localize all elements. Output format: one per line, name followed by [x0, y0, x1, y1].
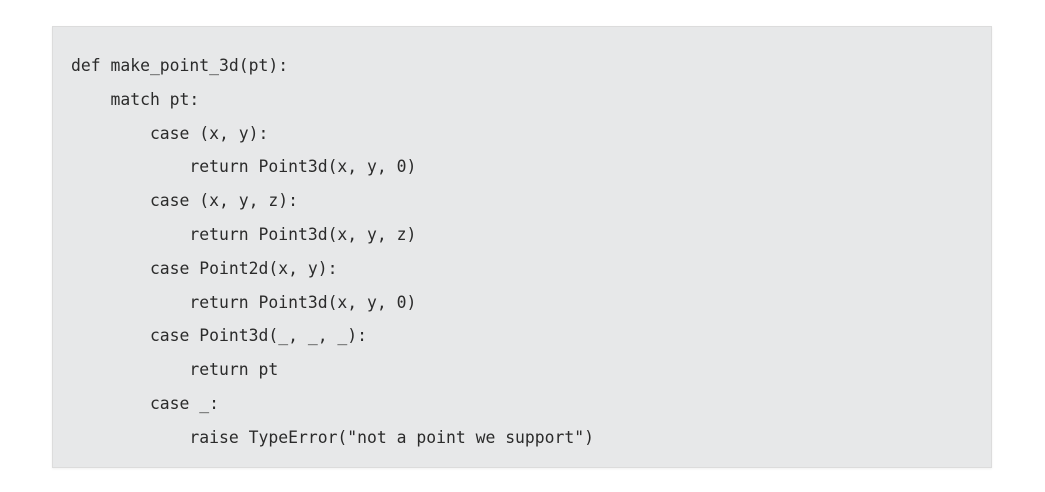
code-line: return Point3d(x, y, z) — [71, 224, 417, 244]
code-line: case _: — [71, 393, 220, 413]
code-line: return pt — [71, 360, 279, 380]
code-line: case (x, y): — [71, 123, 269, 143]
code-line: return Point3d(x, y, 0) — [71, 292, 417, 312]
code-line: def make_point_3d(pt): — [71, 56, 289, 75]
code-line: return Point3d(x, y, 0) — [71, 157, 417, 177]
code-line: case Point2d(x, y): — [71, 258, 338, 278]
code-line: case Point3d(_, _, _): — [71, 326, 368, 346]
code-block: def make_point_3d(pt): match pt: case (x… — [52, 26, 992, 468]
code-line: raise TypeError("not a point we support"… — [71, 427, 595, 447]
code-listing: def make_point_3d(pt): match pt: case (x… — [71, 49, 594, 455]
code-line: match pt: — [71, 89, 200, 109]
code-line: case (x, y, z): — [71, 191, 298, 211]
